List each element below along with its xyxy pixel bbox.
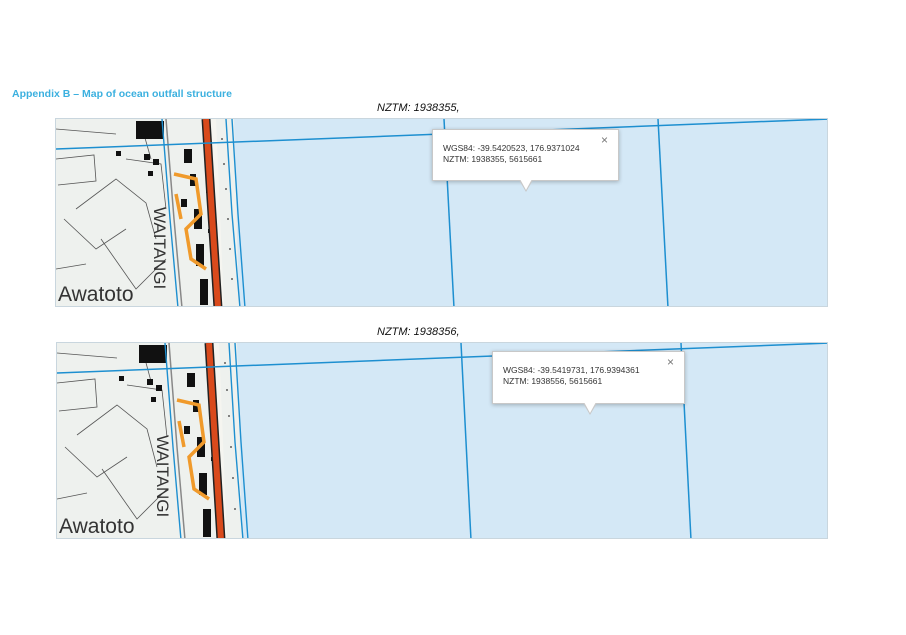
coordinate-popup-2: × WGS84: -39.5419731, 176.9394361 NZTM: …	[492, 351, 685, 415]
popup-wgs84-text: WGS84: -39.5419731, 176.9394361	[503, 365, 640, 375]
map-panel-2[interactable]: Awatoto WAITANGI × WGS84: -39.5419731, 1…	[56, 342, 828, 539]
map-caption-1: NZTM: 1938355,	[377, 102, 460, 114]
popup-pointer	[519, 179, 533, 192]
map-caption-2: NZTM: 1938356,	[377, 326, 460, 338]
map-panel-1[interactable]: Awatoto WAITANGI × WGS84: -39.5420523, 1…	[55, 118, 828, 307]
coordinate-popup-1: × WGS84: -39.5420523, 176.9371024 NZTM: …	[432, 129, 619, 192]
map-canvas-2[interactable]: Awatoto WAITANGI	[57, 343, 828, 539]
road-label-2: WAITANGI	[153, 435, 172, 517]
place-label-1: Awatoto	[58, 283, 134, 306]
popup-nztm-text: NZTM: 1938355, 5615661	[443, 154, 543, 164]
popup-pointer	[583, 402, 597, 415]
popup-close-icon[interactable]: ×	[666, 355, 674, 369]
popup-nztm-text: NZTM: 1938556, 5615661	[503, 376, 603, 386]
map-canvas-1[interactable]: Awatoto WAITANGI	[56, 119, 828, 307]
place-label-2: Awatoto	[59, 515, 135, 538]
popup-close-icon[interactable]: ×	[600, 133, 608, 147]
road-label-1: WAITANGI	[150, 207, 169, 289]
popup-wgs84-text: WGS84: -39.5420523, 176.9371024	[443, 143, 580, 153]
appendix-title: Appendix B – Map of ocean outfall struct…	[12, 88, 232, 100]
